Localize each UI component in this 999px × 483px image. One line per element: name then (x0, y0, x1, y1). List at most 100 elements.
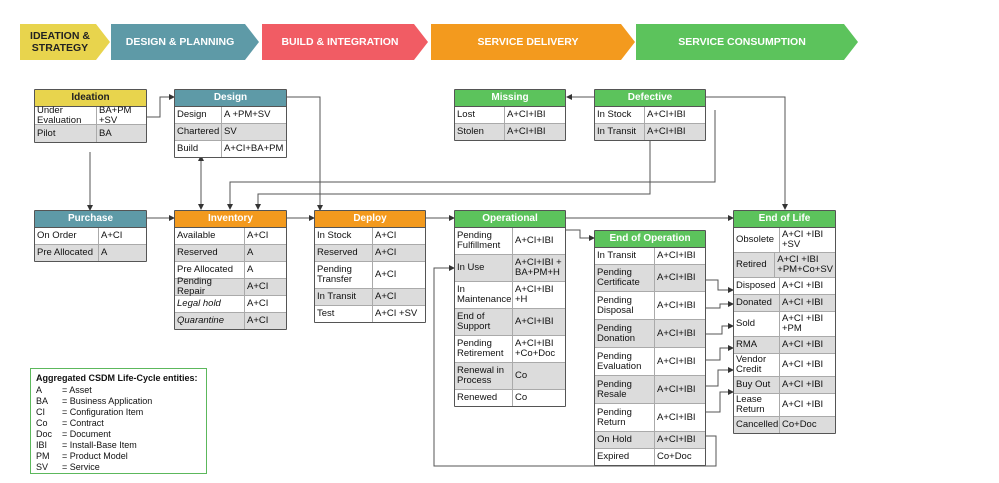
state-entities: A+CI+IBI (507, 126, 546, 137)
state-entities: A+CI+IBI (647, 126, 686, 137)
legend-item: CI= Configuration Item (36, 407, 201, 418)
state-name: Pre Allocated (35, 245, 99, 261)
box-title: Inventory (175, 211, 286, 228)
state-entities: A+CI+IBI (657, 272, 696, 283)
state-entities: A+CI+IBI +Co+Doc (515, 338, 556, 359)
state-name: On Hold (595, 432, 655, 448)
legend-meaning: = Service (62, 462, 100, 472)
state-entities: A+CI +SV (375, 308, 418, 319)
state-entities: A+CI (375, 269, 397, 280)
legend-meaning: = Asset (62, 385, 92, 395)
state-name: Buy Out (734, 377, 780, 393)
state-name: In Transit (595, 248, 655, 264)
legend-abbr: BA (36, 396, 49, 406)
state-entities: A+CI+IBI (657, 411, 696, 423)
state-entities: A+CI (247, 281, 269, 292)
legend-meaning: = Business Application (62, 396, 153, 406)
state-entities: A (247, 264, 254, 275)
state-name: Pending Transfer (315, 262, 373, 288)
box-title: Ideation (35, 90, 146, 107)
state-name: Lost (455, 107, 505, 123)
state-entities: A+CI+IBI +H (515, 284, 554, 305)
state-name: End of Support (455, 309, 513, 335)
state-name: Pending Resale (595, 376, 655, 403)
state-entities: A +PM+SV (224, 109, 271, 120)
state-entities: SV (224, 126, 237, 137)
state-name: Pending Disposal (595, 292, 655, 319)
box-title: Purchase (35, 211, 146, 228)
state-name: Pending Return (595, 404, 655, 431)
state-entities: A+CI+IBI + BA+PM+H (515, 257, 562, 278)
box-title: End of Life (734, 211, 835, 228)
state-entities: A (247, 247, 254, 258)
state-name: In Stock (595, 107, 645, 123)
state-name: Pending Donation (595, 320, 655, 347)
state-entities: BA+PM +SV (99, 104, 132, 126)
state-name: Expired (595, 449, 655, 465)
state-entities: A+CI+IBI (657, 434, 696, 445)
state-name: Pending Certificate (595, 265, 655, 291)
state-name: Test (315, 306, 373, 322)
legend-item: SV= Service (36, 462, 201, 473)
legend-abbr: Doc (36, 429, 53, 439)
state-name: In Transit (595, 124, 645, 140)
legend-meaning: = Contract (62, 418, 104, 428)
phase-label: DESIGN & PLANNING (125, 36, 235, 48)
state-entities: A+CI+IBI (657, 383, 696, 395)
state-entities: A+CI +IBI (782, 297, 824, 308)
phase-label: IDEATION &STRATEGY (30, 30, 90, 54)
state-name: Disposed (734, 278, 780, 294)
state-name: Obsolete (734, 228, 780, 252)
state-name: In Maintenance (455, 282, 513, 308)
state-entities: Co (515, 370, 528, 381)
state-entities: A+CI+IBI (515, 316, 554, 327)
state-name: Design (175, 107, 222, 123)
state-name: Legal hold (175, 296, 245, 312)
state-entities: A+CI (375, 247, 397, 258)
state-entities: A+CI +IBI +PM+Co+SV (777, 254, 833, 275)
state-name: Under Evaluation (35, 105, 97, 125)
phase-design-planning: DESIGN & PLANNING (111, 24, 259, 60)
state-name: Lease Return (734, 394, 780, 416)
state-entities: BA (99, 127, 112, 139)
legend-abbr: Co (36, 418, 48, 428)
state-name: Renewed (455, 390, 513, 406)
state-entities: Co+Doc (657, 451, 692, 462)
state-entities: A+CI +IBI (782, 339, 824, 350)
state-name: Renewal in Process (455, 363, 513, 389)
state-name: Vendor Credit (734, 354, 780, 376)
state-name: Stolen (455, 124, 505, 140)
state-name: Pending Evaluation (595, 348, 655, 375)
legend-item: IBI= Install-Base Item (36, 440, 201, 451)
